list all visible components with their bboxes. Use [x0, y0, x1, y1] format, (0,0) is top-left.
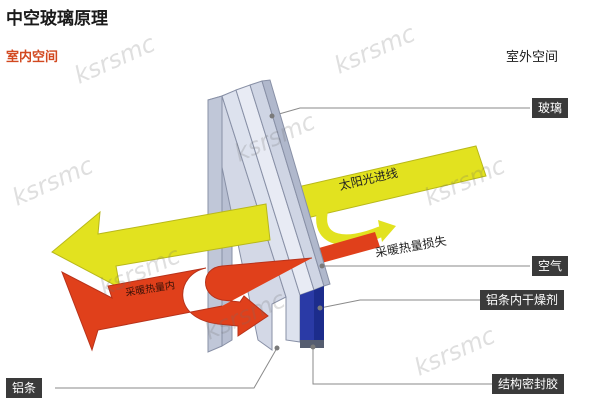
air-tag: 空气 [532, 256, 569, 276]
leader-lines [55, 107, 530, 389]
glass-tag: 玻璃 [532, 98, 569, 118]
desiccant-tag: 铝条内干燥剂 [480, 290, 565, 310]
leader-glass [271, 107, 530, 117]
leader-aluminum-strip [55, 347, 278, 389]
leader-sealant [312, 347, 492, 385]
outdoor-space-label: 室外空间 [506, 50, 559, 65]
sunlight-arrow-front [51, 203, 271, 289]
sealant-strip [300, 340, 324, 348]
indoor-space-label: 室内空间 [6, 50, 59, 65]
heat-arrow-front [61, 257, 313, 352]
aluminum-spacer-bar [300, 290, 314, 348]
sealant-tag: 结构密封胶 [492, 374, 565, 394]
leader-dots [269, 113, 325, 351]
leader-desiccant [319, 299, 480, 309]
aluminum-strip-tag: 铝条 [6, 378, 43, 398]
heat-arrow-outer [312, 232, 380, 264]
heat-loss-hook-head [378, 220, 396, 242]
diagram-title: 中空玻璃原理 [6, 9, 108, 29]
